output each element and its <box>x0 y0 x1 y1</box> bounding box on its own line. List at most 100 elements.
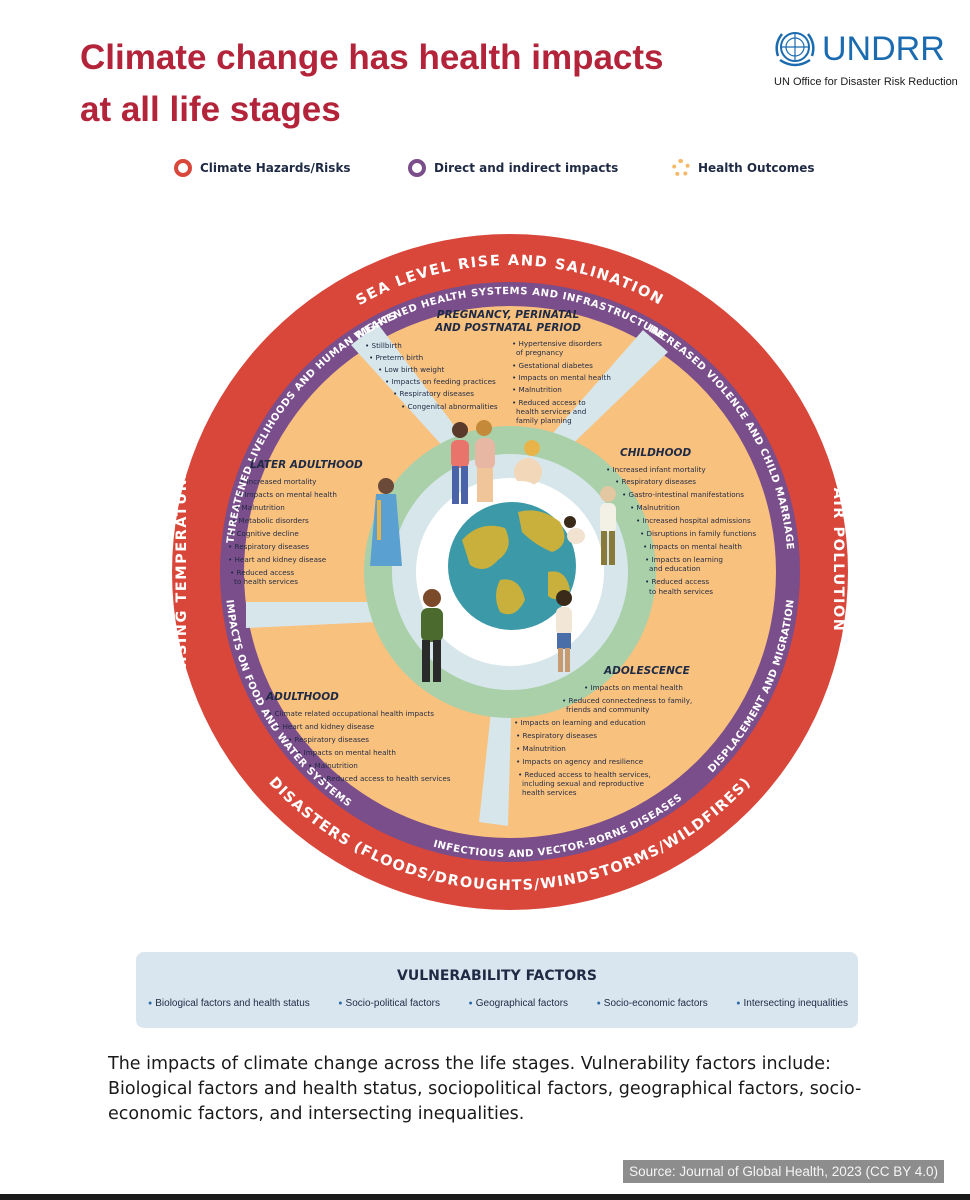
adult-person-icon <box>421 589 443 682</box>
vulnerability-item: Geographical factors <box>469 998 568 1009</box>
stage-adulthood: ADULTHOOD • Climate related occupational… <box>265 691 451 783</box>
vulnerability-list: Biological factors and health status Soc… <box>148 998 848 1009</box>
childhood-item-4: • Increased hospital admissions <box>636 516 751 525</box>
hazard-ring-icon <box>174 159 192 177</box>
adolescence-item-9: health services <box>522 788 577 797</box>
hazard-right: AIR POLLUTION <box>830 488 846 633</box>
adolescence-item-1: • Reduced connectedness to family, <box>562 696 692 705</box>
pregnancy-right-5: • Reduced access to <box>512 398 586 407</box>
childhood-title: CHILDHOOD <box>620 447 691 459</box>
adolescence-item-5: • Malnutrition <box>516 744 566 753</box>
page-title: Climate change has health impacts at all… <box>80 32 740 136</box>
un-emblem-icon <box>775 32 815 67</box>
pregnancy-right-2: • Gestational diabetes <box>512 361 593 370</box>
source-credit: Source: Journal of Global Health, 2023 (… <box>623 1160 944 1183</box>
adolescence-item-0: • Impacts on mental health <box>584 683 683 692</box>
title-line-1: Climate change has health impacts <box>80 38 664 77</box>
child-person-icon <box>564 486 616 565</box>
globe-icon <box>448 502 576 630</box>
pregnancy-right-3: • Impacts on mental health <box>512 373 611 382</box>
pregnancy-right-1: of pregnancy <box>516 348 564 357</box>
vulnerability-item: Socio-political factors <box>338 998 440 1009</box>
later-item-8: to health services <box>234 577 298 586</box>
childhood-item-10: to health services <box>649 587 713 596</box>
later-item-5: • Respiratory diseases <box>228 542 309 551</box>
vulnerability-item: Biological factors and health status <box>148 998 310 1009</box>
pregnancy-people-icon <box>451 420 542 504</box>
adolescence-item-3: • Impacts on learning and education <box>514 718 646 727</box>
adolescence-item-4: • Respiratory diseases <box>516 731 597 740</box>
pregnancy-left-5: • Congenital abnormalities <box>401 402 498 411</box>
divider-upper-right <box>546 330 668 456</box>
later-item-3: • Metabolic disorders <box>232 516 309 525</box>
stage-adolescence: ADOLESCENCE • Impacts on mental health •… <box>514 665 692 797</box>
pregnancy-right-4: • Malnutrition <box>512 385 562 394</box>
divider-lower-right <box>479 684 512 826</box>
stage-later-adulthood: LATER ADULTHOOD • Increased mortality • … <box>228 459 363 586</box>
childhood-item-5: • Disruptions in family functions <box>640 529 756 538</box>
logo-subtitle: UN Office for Disaster Risk Reduction <box>774 76 958 88</box>
later-item-7: • Reduced access <box>230 568 294 577</box>
legend-label-impacts: Direct and indirect impacts <box>434 161 619 175</box>
later-item-6: • Heart and kidney disease <box>228 555 327 564</box>
legend-item-hazards: Climate Hazards/Risks <box>174 152 351 184</box>
adulthood-item-1: • Heart and kidney disease <box>276 722 375 731</box>
adolescence-item-7: • Reduced access to health services, <box>518 770 651 779</box>
legend-label-hazards: Climate Hazards/Risks <box>200 161 351 175</box>
vulnerability-factors-panel: VULNERABILITY FACTORS Biological factors… <box>136 952 858 1028</box>
hazard-left: RISING TEMPERATURES <box>174 455 190 674</box>
title-line-2: at all life stages <box>80 90 341 129</box>
later-item-0: • Increased mortality <box>240 477 317 486</box>
impact-ring-icon <box>408 159 426 177</box>
childhood-item-6: • Impacts on mental health <box>643 542 742 551</box>
life-stage-diagram: SEA LEVEL RISE AND SALINATION DISASTERS … <box>172 234 848 910</box>
pregnancy-title-2: AND POSTNATAL PERIOD <box>434 322 581 334</box>
stage-pregnancy: PREGNANCY, PERINATAL AND POSTNATAL PERIO… <box>365 309 611 425</box>
childhood-item-8: and education <box>649 564 700 573</box>
legend-item-impacts: Direct and indirect impacts <box>408 152 618 184</box>
adolescence-item-6: • Impacts on agency and resilience <box>516 757 644 766</box>
older-adult-person-icon <box>370 478 402 566</box>
vulnerability-item: Intersecting inequalities <box>736 998 848 1009</box>
adulthood-item-2: • Respiratory diseases <box>288 735 369 744</box>
pregnancy-right-6: health services and <box>516 407 586 416</box>
adulthood-item-0: • Climate related occupational health im… <box>268 709 434 718</box>
adulthood-item-3: • Impacts on mental health <box>297 748 396 757</box>
later-item-4: • Cognitive decline <box>230 529 299 538</box>
pregnancy-left-2: • Low birth weight <box>378 365 445 374</box>
pregnancy-left-1: • Preterm birth <box>369 353 423 362</box>
adulthood-item-4: • Malnutrition <box>308 761 358 770</box>
bottom-divider <box>0 1194 970 1200</box>
adolescence-title: ADOLESCENCE <box>603 665 691 677</box>
adulthood-item-5: • Reduced access to health services <box>320 774 451 783</box>
pregnancy-right-0: • Hypertensive disorders <box>512 339 602 348</box>
stage-childhood: CHILDHOOD • Increased infant mortality •… <box>606 447 756 596</box>
adulthood-title: ADULTHOOD <box>265 691 339 703</box>
adolescence-item-8: including sexual and reproductive <box>522 779 644 788</box>
adolescence-item-2: friends and community <box>566 705 650 714</box>
pregnancy-left-4: • Respiratory diseases <box>393 389 474 398</box>
childhood-item-7: • Impacts on learning <box>645 555 723 564</box>
childhood-item-9: • Reduced access <box>645 577 709 586</box>
figure-caption: The impacts of climate change across the… <box>108 1054 862 1124</box>
vulnerability-title: VULNERABILITY FACTORS <box>397 968 597 984</box>
pregnancy-left-3: • Impacts on feeding practices <box>385 377 496 386</box>
later-item-2: • Malnutrition <box>235 503 285 512</box>
childhood-item-1: • Respiratory diseases <box>615 477 696 486</box>
childhood-item-2: • Gastro-intestinal manifestations <box>622 490 744 499</box>
legend: Climate Hazards/Risks Direct and indirec… <box>0 152 970 184</box>
legend-label-outcomes: Health Outcomes <box>698 161 815 175</box>
divider-upper-left <box>351 324 474 463</box>
outcome-ring-icon <box>672 159 690 177</box>
pregnancy-left-0: • Stillbirth <box>365 341 402 350</box>
adolescent-person-icon <box>556 590 572 672</box>
childhood-item-3: • Malnutrition <box>630 503 680 512</box>
pregnancy-right-7: family planning <box>516 416 572 425</box>
logo-name: UNDRR <box>822 30 945 68</box>
later-title: LATER ADULTHOOD <box>250 459 363 471</box>
pregnancy-title-1: PREGNANCY, PERINATAL <box>437 309 579 321</box>
undrr-logo: UNDRR UN Office for Disaster Risk Reduct… <box>770 26 960 96</box>
childhood-item-0: • Increased infant mortality <box>606 465 706 474</box>
later-item-1: • Impacts on mental health <box>238 490 337 499</box>
legend-item-outcomes: Health Outcomes <box>672 152 814 184</box>
